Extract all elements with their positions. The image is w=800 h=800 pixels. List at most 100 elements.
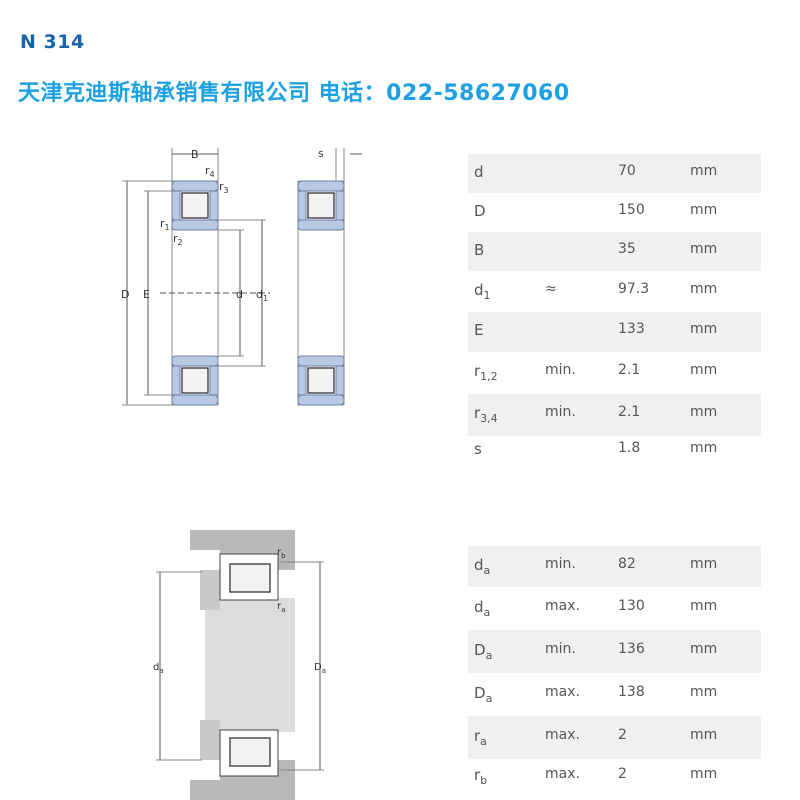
value: 35 bbox=[618, 241, 636, 257]
unit: mm bbox=[690, 641, 718, 657]
symbol: r bbox=[474, 404, 481, 422]
svg-text:r2: r2 bbox=[173, 232, 183, 247]
label-r1: r bbox=[160, 217, 165, 230]
symbol-cell: D bbox=[474, 202, 486, 220]
value: 136 bbox=[618, 641, 645, 657]
value: 82 bbox=[618, 556, 636, 572]
qualifier: min. bbox=[545, 641, 576, 657]
label-B: B bbox=[191, 148, 199, 161]
table-row: rb max. 2 mm bbox=[468, 759, 761, 794]
unit: mm bbox=[690, 766, 718, 782]
unit: mm bbox=[690, 598, 718, 614]
label-r1-sub: 1 bbox=[165, 223, 170, 232]
bearing-section-drawing: B s r4 r3 r1 r2 D E d d1 bbox=[121, 147, 362, 406]
qualifier: max. bbox=[545, 684, 580, 700]
unit: mm bbox=[690, 163, 718, 179]
svg-text:r3: r3 bbox=[219, 180, 229, 195]
qualifier: min. bbox=[545, 362, 576, 378]
symbol-cell: s bbox=[474, 440, 482, 458]
label-ra: r bbox=[277, 601, 282, 612]
symbol: d bbox=[474, 163, 484, 181]
svg-text:d1: d1 bbox=[256, 288, 268, 303]
unit: mm bbox=[690, 727, 718, 743]
svg-text:ra: ra bbox=[277, 601, 285, 614]
symbol-cell: rb bbox=[474, 766, 487, 787]
unit: mm bbox=[690, 684, 718, 700]
qualifier: ≈ bbox=[545, 281, 557, 297]
symbol-subscript: a bbox=[485, 692, 493, 705]
symbol: d bbox=[474, 556, 484, 574]
unit: mm bbox=[690, 241, 718, 257]
symbol-subscript: a bbox=[485, 649, 493, 662]
unit: mm bbox=[690, 321, 718, 337]
symbol-subscript: 3,4 bbox=[480, 412, 498, 425]
symbol: d bbox=[474, 281, 484, 299]
label-E: E bbox=[143, 288, 150, 301]
value: 130 bbox=[618, 598, 645, 614]
symbol-cell: da bbox=[474, 556, 491, 577]
svg-text:r1: r1 bbox=[160, 217, 170, 232]
symbol: r bbox=[474, 362, 481, 380]
svg-text:r4: r4 bbox=[205, 164, 215, 179]
label-r3-sub: 3 bbox=[224, 186, 229, 195]
symbol-cell: ra bbox=[474, 727, 487, 748]
value: 150 bbox=[618, 202, 645, 218]
table-row: r3,4 min. 2.1 mm bbox=[468, 394, 761, 436]
symbol: E bbox=[474, 321, 484, 339]
value: 2 bbox=[618, 727, 627, 743]
qualifier: min. bbox=[545, 556, 576, 572]
company-banner: 天津克迪斯轴承销售有限公司 电话：022-58627060 bbox=[18, 81, 570, 106]
symbol-subscript: a bbox=[483, 606, 491, 619]
symbol: D bbox=[474, 202, 486, 220]
symbol: d bbox=[474, 598, 484, 616]
svg-text:Da: Da bbox=[314, 662, 326, 675]
symbol: D bbox=[474, 684, 486, 702]
table-row: ra max. 2 mm bbox=[468, 716, 761, 759]
symbol-subscript: 1 bbox=[483, 289, 491, 302]
unit: mm bbox=[690, 404, 718, 420]
label-r2: r bbox=[173, 232, 178, 245]
symbol-subscript: a bbox=[480, 735, 487, 748]
label-D: D bbox=[121, 288, 129, 301]
qualifier: min. bbox=[545, 404, 576, 420]
table-row: Da max. 138 mm bbox=[468, 673, 761, 716]
symbol-cell: r3,4 bbox=[474, 404, 498, 425]
symbol-cell: da bbox=[474, 598, 491, 619]
symbol-subscript: a bbox=[483, 564, 491, 577]
qualifier: max. bbox=[545, 766, 580, 782]
unit: mm bbox=[690, 556, 718, 572]
table-row: Da min. 136 mm bbox=[468, 630, 761, 673]
value: 2 bbox=[618, 766, 627, 782]
label-Da: D bbox=[314, 662, 322, 673]
unit: mm bbox=[690, 281, 718, 297]
label-d1: d bbox=[256, 288, 263, 301]
label-da-sub: a bbox=[159, 667, 163, 675]
value: 1.8 bbox=[618, 440, 641, 456]
value: 2.1 bbox=[618, 404, 641, 420]
label-r2-sub: 2 bbox=[178, 238, 183, 247]
svg-text:da: da bbox=[153, 662, 164, 675]
label-rb: r bbox=[277, 547, 282, 558]
symbol: r bbox=[474, 766, 481, 784]
label-d: d bbox=[236, 288, 243, 301]
label-r4-sub: 4 bbox=[210, 170, 215, 179]
label-Da-sub: a bbox=[322, 667, 326, 675]
table-row: da min. 82 mm bbox=[468, 546, 761, 587]
table-row: d1 ≈97.3 mm bbox=[468, 271, 761, 312]
symbol: r bbox=[474, 727, 481, 745]
symbol: D bbox=[474, 641, 486, 659]
svg-text:rb: rb bbox=[277, 547, 286, 560]
value: 138 bbox=[618, 684, 645, 700]
value: 2.1 bbox=[618, 362, 641, 378]
label-r4: r bbox=[205, 164, 210, 177]
qualifier: max. bbox=[545, 727, 580, 743]
value: 97.3 bbox=[618, 281, 650, 297]
symbol-cell: B bbox=[474, 241, 484, 259]
label-rb-sub: b bbox=[281, 552, 286, 560]
